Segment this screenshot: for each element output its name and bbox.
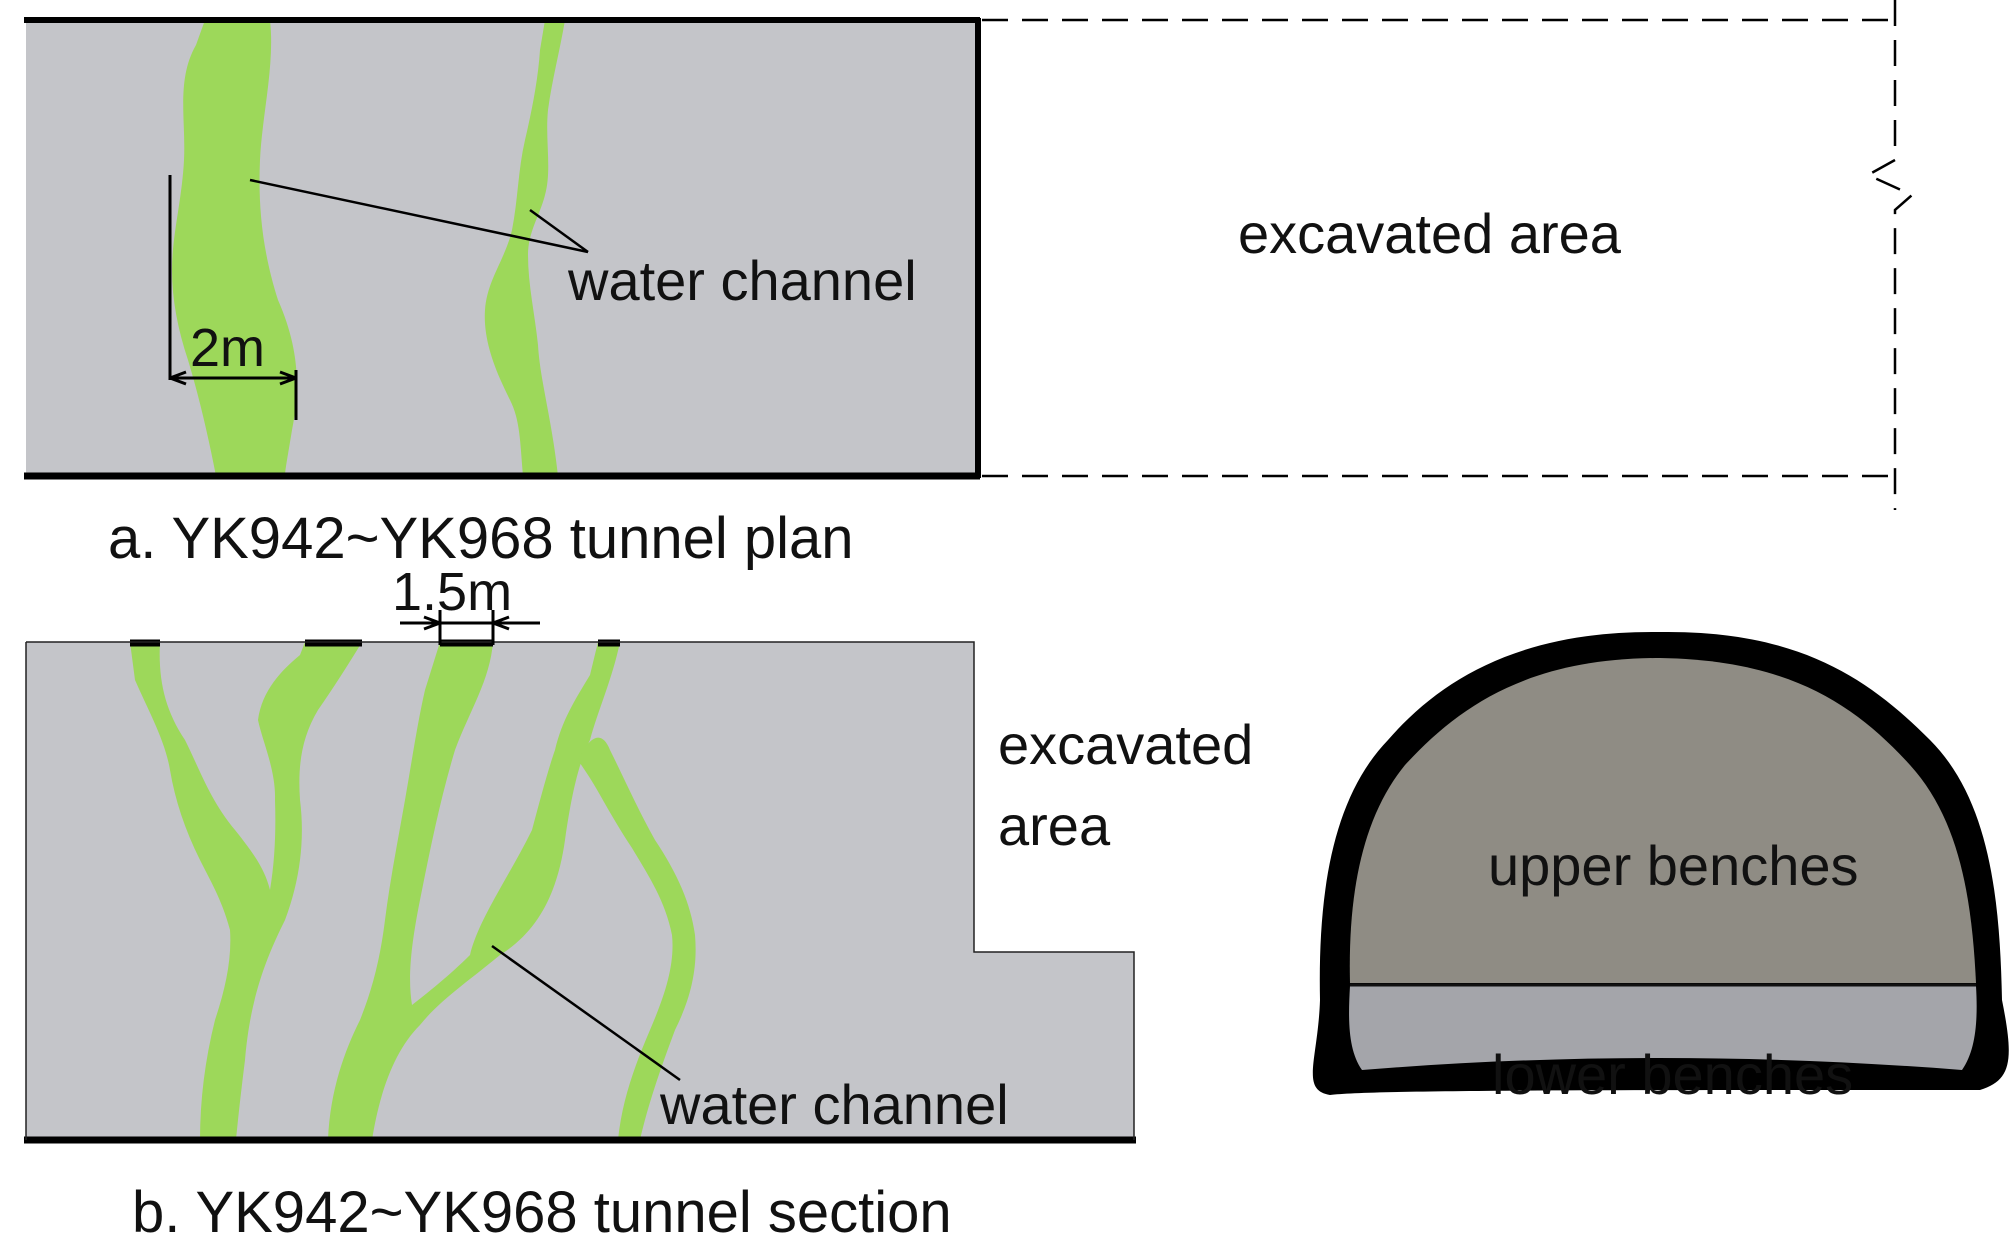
section-water-channel-3 xyxy=(578,737,696,1140)
section-rock-outline xyxy=(25,641,1135,1140)
plan-caption: a. YK942~YK968 tunnel plan xyxy=(108,506,854,571)
section-rock-body xyxy=(26,642,1134,1140)
tunnel-plan-panel: 2m water channel excavated area a. YK942… xyxy=(24,0,1915,571)
plan-narrow-water-channel xyxy=(484,20,565,476)
section-width-dimension xyxy=(400,610,540,645)
section-channel-label: water channel xyxy=(659,1073,1009,1136)
section-water-channel-1 xyxy=(130,642,362,1140)
upper-benches-area xyxy=(1349,658,1976,983)
plan-wide-water-channel xyxy=(172,20,297,476)
section-channel-leader xyxy=(491,944,681,1082)
section-caption: b. YK942~YK968 tunnel section xyxy=(132,1180,952,1245)
section-dimension-label: 1.5m xyxy=(392,562,512,622)
section-water-channel-2 xyxy=(328,642,620,1140)
plan-excavated-label: excavated area xyxy=(1238,202,1622,265)
section-excavated-label-line2: area xyxy=(998,794,1111,857)
plan-width-dimension xyxy=(168,175,298,420)
plan-channel-leaders xyxy=(249,178,589,254)
lower-benches-area xyxy=(1349,986,1977,1070)
section-excavated-label-line1: excavated xyxy=(998,713,1253,776)
tunnel-section-panel: 1.5m water channel excavated area b. YK9… xyxy=(24,562,1253,1245)
lower-benches-label: lower benches xyxy=(1492,1043,1853,1106)
upper-benches-label: upper benches xyxy=(1488,834,1859,897)
plan-dimension-label: 2m xyxy=(190,318,265,378)
tunnel-cross-section: upper benches lower benches xyxy=(1312,631,2009,1106)
plan-excavated-outline xyxy=(982,0,1915,510)
plan-channel-label: water channel xyxy=(567,249,917,312)
